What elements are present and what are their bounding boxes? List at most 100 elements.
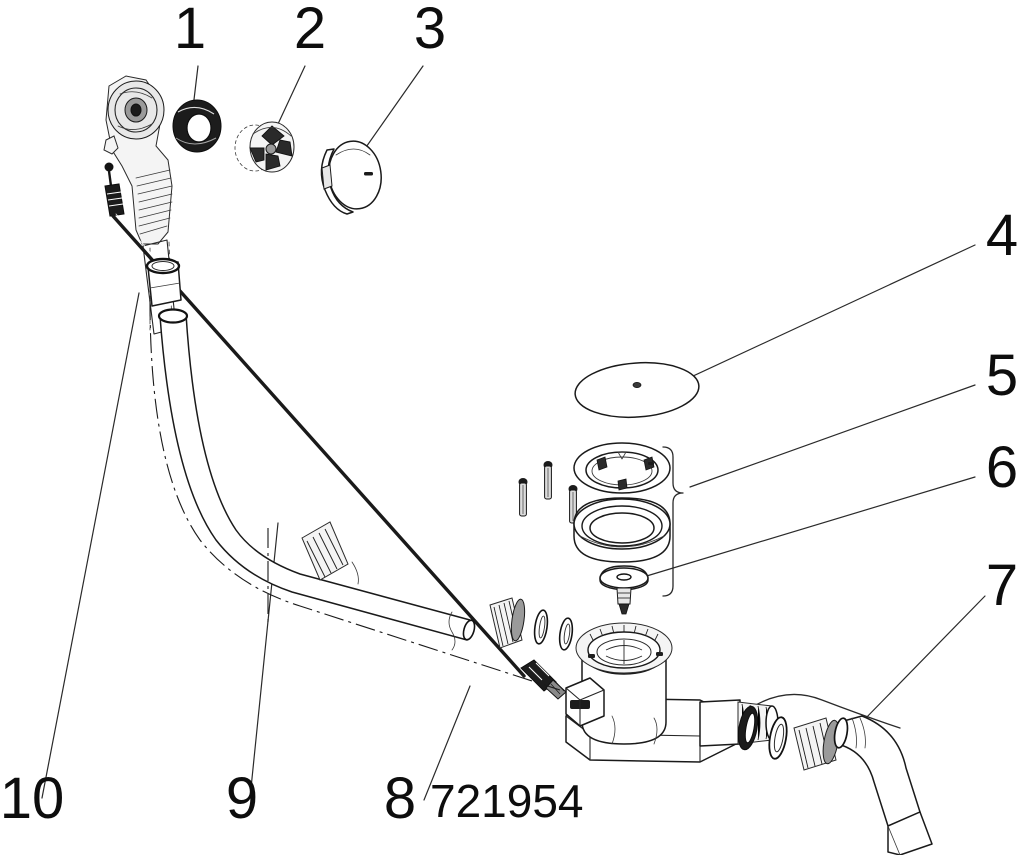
callout-5: 5 (986, 343, 1018, 408)
drain-cover-plate-pin (632, 381, 642, 388)
valve-body-interior-line (611, 715, 616, 745)
callout-9: 9 (226, 766, 258, 831)
callout-4: 4 (986, 203, 1018, 268)
tube-sleeve-bore (151, 261, 175, 271)
part-bowden-control-cable (104, 162, 567, 700)
cable-sheath-highlight (115, 213, 528, 675)
cable-collar-rings (106, 191, 124, 207)
part-overflow-gasket-ring (172, 99, 222, 153)
tube-knurled-nut (489, 597, 526, 649)
drain-mounting-ring-mark (648, 462, 654, 465)
leader-line-2 (277, 65, 306, 125)
leader-line-6 (639, 476, 976, 579)
cable-ball-end (104, 162, 114, 172)
part-number-label: 721954 (430, 775, 584, 827)
strainer-rim-detail (252, 127, 292, 137)
drain-seal-ring-bore (589, 512, 655, 544)
callout-10: 10 (0, 766, 64, 831)
callout-numbers: 1 2 3 4 5 6 7 8 9 10 (0, 0, 1018, 831)
elbow-seal-ring-a-bore (744, 712, 756, 744)
drain-mounting-ring (573, 442, 671, 494)
tube-knurled-nut-face (510, 598, 526, 642)
tube-coupling-nut (301, 521, 349, 581)
elbow-pipe-band-b (859, 717, 866, 749)
drain-seal-ring-sheen (579, 535, 665, 548)
drain-plug-stem-threads (618, 592, 630, 599)
tube-step-detail (351, 561, 359, 585)
overflow-fitting-hub (130, 103, 142, 117)
tube-washer-b-bore (563, 623, 571, 645)
callout-1: 1 (174, 0, 206, 61)
elbow-seal-ring-b-bore (773, 723, 785, 753)
elbow-pipe (833, 715, 933, 855)
leader-line-4 (662, 244, 976, 391)
valve-body-seat-vanes (605, 640, 643, 664)
leader-line-7 (861, 595, 986, 723)
cover-cap-face-sheen (335, 148, 371, 156)
cable-ball-stem (107, 170, 113, 187)
part-overflow-tube (145, 257, 561, 691)
mounting-screw-1 (518, 478, 528, 517)
gasket-ring-bore (186, 113, 212, 143)
tube-mouth (157, 308, 189, 324)
overflow-fitting-face-detail-a (119, 91, 153, 99)
valve-body-rim-lugs (588, 652, 663, 658)
coupling-nut-knurls (306, 528, 344, 578)
overflow-fitting-face-detail-b (117, 123, 153, 130)
part-overflow-cover-cap (320, 140, 382, 215)
leader-line-3 (356, 65, 424, 161)
coupling-nut-body (301, 521, 349, 581)
elbow-pipe-inlet (833, 717, 849, 749)
overflow-fitting-tab (103, 135, 119, 155)
drain-seal-ring (573, 497, 671, 563)
tube-main-body (159, 313, 471, 641)
leader-line-5 (689, 384, 976, 488)
part-drain-cover-plate (574, 361, 700, 419)
elbow-pipe-cut-end (887, 811, 933, 855)
part-drain-ring-and-seal-assembly (573, 442, 671, 563)
overflow-fitting-neck-ribs (135, 169, 173, 235)
tube-centerline (149, 299, 561, 691)
bracket-callout-7 (741, 693, 901, 729)
drain-plug-hole (616, 573, 632, 581)
drain-mounting-ring-notch (617, 451, 627, 460)
callout-3: 3 (414, 0, 446, 61)
tube-break-mark (448, 611, 456, 651)
drain-plug-tip (618, 603, 630, 615)
mounting-screw-2 (543, 461, 553, 500)
gasket-ring-highlights (175, 106, 217, 145)
tube-end-face (462, 619, 476, 641)
part-drain-valve-body (565, 622, 779, 763)
strainer-hub (265, 143, 277, 155)
elbow-pipe-cut-line (887, 825, 901, 855)
tube-sleeve-band (149, 282, 181, 289)
valve-outlet-spigot (699, 699, 741, 747)
tube-nut-and-washers (489, 597, 574, 651)
cable-sheath (111, 214, 526, 678)
callout-6: 6 (986, 435, 1018, 500)
leader-lines (41, 65, 986, 801)
cover-cap-tab (321, 164, 333, 190)
callout-8: 8 (384, 766, 416, 831)
callout-2: 2 (294, 0, 326, 61)
elbow-pipe-band-a (851, 717, 857, 749)
part-drain-plug-stopper (599, 565, 649, 615)
overflow-fitting-face-mid (114, 87, 158, 133)
leader-line-10 (41, 292, 140, 799)
drain-cover-plate-face (574, 361, 700, 419)
part-outlet-elbow-assembly (737, 705, 933, 855)
mounting-screw-3 (568, 485, 578, 524)
bracket-callout-5 (662, 446, 684, 597)
tube-sleeve-fitting (145, 257, 182, 307)
valve-body-interior-line-b (653, 717, 658, 745)
valve-body-column (581, 651, 667, 745)
drain-plug-stem (616, 587, 632, 605)
drain-mounting-ring-lugs (596, 456, 655, 491)
elbow-pipe-body (837, 715, 921, 827)
leader-line-8 (423, 685, 471, 801)
cover-cap-slot (364, 172, 373, 176)
part-mounting-screws (518, 461, 578, 524)
cable-ferrule-rings (528, 662, 550, 681)
